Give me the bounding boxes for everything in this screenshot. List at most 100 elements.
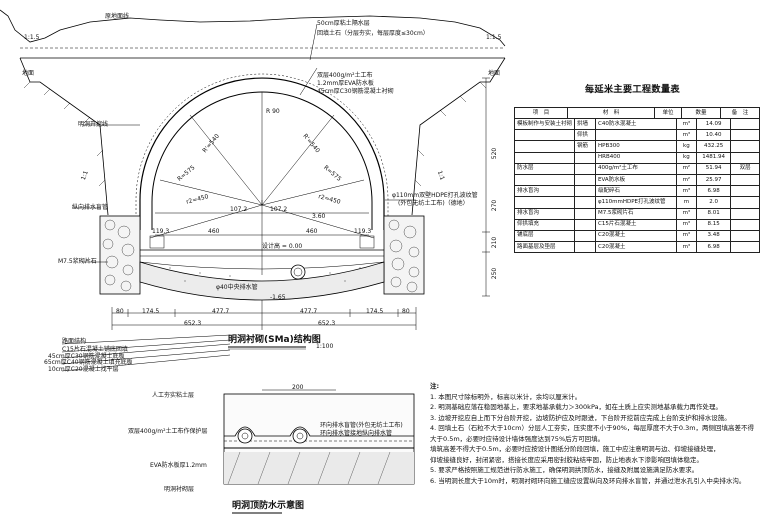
- table-cell: 拱墙: [574, 117, 597, 131]
- table-cell: [513, 173, 576, 187]
- table-cell: 2.0: [696, 196, 732, 209]
- table-cell: m³: [675, 129, 698, 142]
- table-cell: [574, 218, 597, 231]
- dim-center-right: 107.2: [270, 206, 288, 213]
- dim-side-left: 119.3: [152, 228, 170, 235]
- legend-item: 45cm厚C30钢筋混凝土底板: [48, 353, 125, 360]
- dim-h-250: 250: [491, 267, 499, 280]
- legend-item: 65cm厚C40钢筋混凝土填充底板: [44, 359, 133, 366]
- table-cell: [513, 129, 576, 142]
- dim-h-270: 270: [491, 199, 499, 212]
- table-cell: 51.94: [696, 162, 732, 175]
- table-cell: 路面基层及垫层: [513, 241, 576, 254]
- table-cell: [574, 241, 597, 254]
- table-cell: m³: [675, 229, 698, 243]
- wp-pipe-2: 环向排水管接地纵向排水管: [320, 430, 393, 437]
- center-drain-label: φ40中央排水管: [216, 284, 258, 291]
- table-cell: [730, 218, 760, 231]
- notes-block: 注: 1. 本图尺寸除标明外，标高以米计，余均以厘米计。 2. 明洞基础应落在稳…: [430, 381, 755, 486]
- table-cell: 钢筋: [574, 140, 597, 153]
- table-cell: [574, 151, 597, 164]
- drain-pipe-note-2: (外包无纺土工布)（德地）: [398, 200, 469, 207]
- table-cell: kg: [675, 140, 698, 153]
- section-scale: 1:100: [316, 343, 334, 350]
- table-cell: m³: [675, 185, 698, 198]
- table-cell: [574, 207, 597, 220]
- wp-pipe-1: 环向排水盲管(外包无纺土工布): [320, 422, 403, 429]
- table-cell: [730, 140, 760, 153]
- table-cell: C20混凝土: [595, 241, 677, 254]
- table-cell: 432.25: [696, 140, 732, 153]
- table-cell: HPB300: [595, 140, 677, 153]
- dim-half-right: 460: [306, 228, 318, 235]
- excavation-line-label: 明洞开挖线: [78, 121, 109, 128]
- note-item: 6. 当明洞长度大于10m时，明洞衬砌环向施工缝应设置纵向及环向排水盲管，并通过…: [430, 476, 746, 485]
- original-ground-line: [0, 9, 506, 47]
- qt-header: 单位: [654, 106, 682, 120]
- dim-b-80-right: 80: [402, 308, 410, 315]
- table-cell: kg: [675, 151, 698, 164]
- table-cell: m²: [675, 162, 698, 175]
- table-cell: [513, 196, 576, 209]
- table-cell: 仰拱填充: [513, 218, 576, 231]
- dim-b-80-left: 80: [116, 308, 124, 315]
- table-cell: 防水层: [513, 162, 576, 175]
- table-cell: m: [675, 196, 698, 209]
- wp-lining: 明洞衬砌层: [164, 486, 195, 493]
- table-cell: m³: [675, 117, 698, 131]
- left-footing: [99, 215, 141, 295]
- ground-left-label: 地面: [22, 70, 35, 77]
- table-cell: [595, 129, 677, 142]
- table-cell: 排水盲沟: [513, 185, 576, 198]
- legend-item: 路面结构: [62, 338, 87, 345]
- note-item: 填筑高差不得大于0.5m，必要时应按设计图纸分阶段回填，施工中应注意明洞与边、仰…: [430, 445, 720, 453]
- table-cell: C40防水混凝土: [595, 117, 677, 131]
- table-cell: 排水盲沟: [513, 207, 576, 220]
- table-cell: 400g/m²土工布: [595, 162, 677, 175]
- table-cell: [730, 196, 760, 209]
- table-cell: 1481.94: [696, 151, 732, 164]
- table-cell: 6.98: [696, 241, 732, 254]
- wp-top-label: 人工夯实粘土层: [152, 392, 195, 399]
- table-cell: C15片石混凝土: [595, 218, 677, 231]
- qt-header: 备 注: [720, 106, 760, 120]
- mortar-stone-label: M7.5浆砌片石: [58, 258, 97, 265]
- table-cell: [574, 196, 597, 209]
- table-cell: m³: [675, 218, 698, 231]
- table-cell: 双层: [730, 162, 760, 175]
- drain-pipe-note-1: φ110mm双壁HDPE打孔波纹管: [392, 192, 478, 199]
- table-cell: 铺底层: [513, 229, 576, 243]
- note-item: 1. 本图尺寸除标明外，标高以米计，余均以厘米计。: [430, 392, 582, 401]
- table-cell: 14.09: [696, 117, 732, 131]
- table-cell: [574, 162, 597, 175]
- note-item: 3. 边坡开挖应自上而下分台阶开挖，边坡防护应及时跟进，下台阶开挖前应完成上台阶…: [430, 413, 731, 422]
- table-cell: 模板制作与安装土衬砌: [513, 117, 576, 131]
- table-cell: 3.48: [696, 229, 732, 243]
- table-cell: [730, 173, 760, 187]
- table-cell: 8.01: [696, 207, 732, 220]
- dim-h-520: 520: [491, 147, 499, 160]
- table-cell: [730, 229, 760, 243]
- center-drain-pipe: [290, 264, 306, 280]
- table-cell: m²: [675, 173, 698, 187]
- right-footing: [383, 215, 425, 295]
- leader-clay-layer: 50cm厚粘土隔水层: [317, 20, 370, 27]
- table-cell: [730, 241, 760, 254]
- dim-h-210: 210: [491, 236, 499, 249]
- table-cell: 仰拱: [574, 129, 597, 142]
- wp-title: 明洞顶防水示意图: [232, 501, 305, 511]
- dim-b-6523-left: 652.3: [184, 320, 202, 327]
- dim-elevation: 设计高 = 0.00: [262, 243, 303, 250]
- table-cell: [574, 173, 597, 187]
